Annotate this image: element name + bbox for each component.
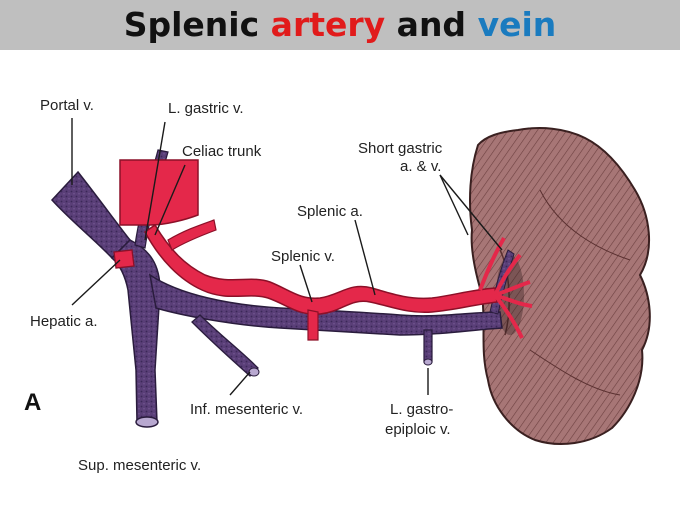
portal-vein — [50, 170, 132, 260]
splenic-vein — [148, 273, 503, 336]
label-hepatic-a: Hepatic a. — [30, 313, 98, 330]
left-gastric-artery — [167, 219, 217, 251]
label-inf-mesenteric-v: Inf. mesenteric v. — [190, 401, 303, 418]
label-short-gastric-2: a. & v. — [400, 158, 441, 175]
label-celiac-trunk: Celiac trunk — [182, 143, 262, 160]
superior-mesenteric-vein — [110, 239, 161, 423]
labels: Portal v. L. gastric v. Celiac trunk Sho… — [24, 97, 453, 474]
label-splenic-v: Splenic v. — [271, 248, 335, 265]
label-sup-mesenteric-v: Sup. mesenteric v. — [78, 457, 201, 474]
anatomy-diagram: Portal v. L. gastric v. Celiac trunk Sho… — [24, 97, 651, 474]
short-gastric-artery — [478, 236, 506, 291]
panel-letter: A — [24, 389, 41, 416]
celiac-and-splenic-arteries — [113, 159, 533, 341]
hilar-branches — [493, 253, 533, 339]
label-l-gastro-2: epiploic v. — [385, 421, 451, 438]
title-word-vein: vein — [477, 5, 557, 44]
title-word-artery: artery — [270, 5, 386, 44]
label-splenic-a: Splenic a. — [297, 203, 363, 220]
title-bar: Splenic artery and vein — [0, 0, 680, 50]
hepatic-artery — [113, 249, 135, 269]
artery-branch — [307, 309, 319, 341]
title-word-and: and — [396, 5, 467, 44]
inferior-mesenteric-vein — [191, 314, 259, 377]
title-word-splenic: Splenic — [123, 5, 260, 44]
left-gastroepiploic-vein — [423, 329, 433, 363]
label-l-gastro-1: L. gastro- — [390, 401, 453, 418]
aorta — [119, 159, 199, 226]
label-l-gastric-v: L. gastric v. — [168, 100, 244, 117]
label-short-gastric-1: Short gastric — [358, 140, 443, 157]
slide-title: Splenic artery and vein — [0, 0, 680, 50]
leader-lines — [71, 118, 503, 396]
splenic-artery — [144, 223, 498, 315]
label-portal-v: Portal v. — [40, 97, 94, 114]
